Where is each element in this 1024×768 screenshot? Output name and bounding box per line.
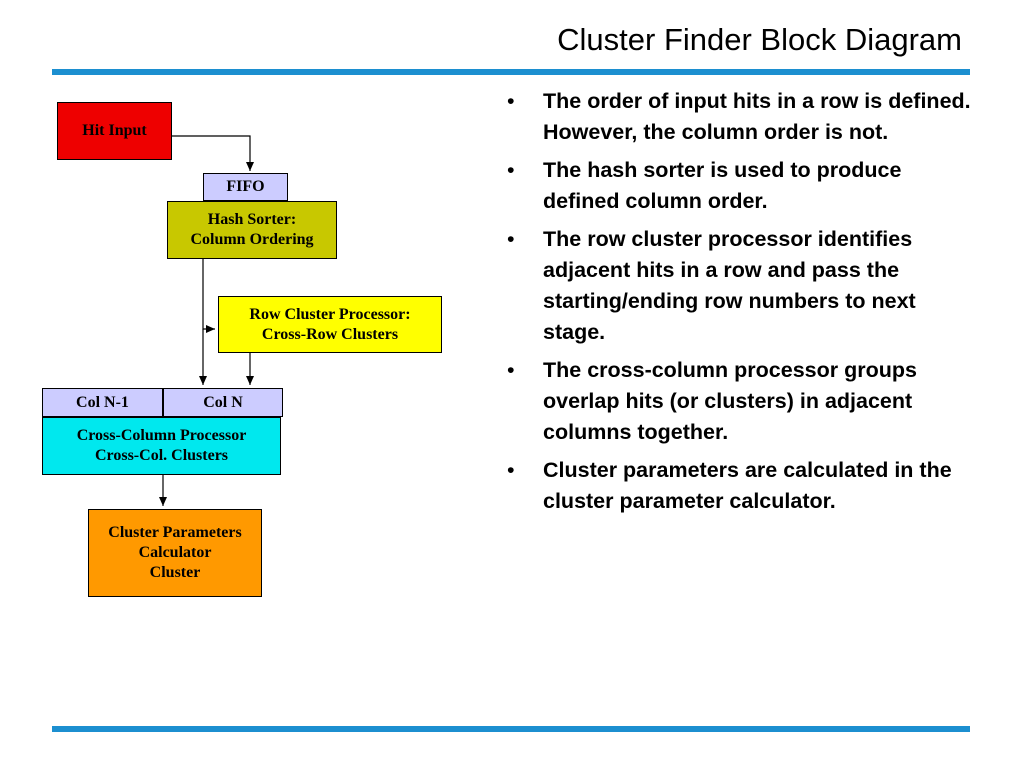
cluster-params-line2: Calculator	[138, 544, 212, 561]
cluster-parameters-block: Cluster Parameters Calculator Cluster	[88, 509, 262, 597]
slide-title: Cluster Finder Block Diagram	[557, 22, 962, 57]
bullet-text: The hash sorter is used to produce defin…	[543, 158, 902, 213]
row-cluster-processor-block: Row Cluster Processor: Cross-Row Cluster…	[218, 296, 442, 353]
bottom-divider	[52, 726, 970, 732]
bullet-text: Cluster parameters are calculated in the…	[543, 458, 952, 513]
col-n-label: Col N	[203, 393, 243, 411]
arrow-hash-sorter-to-row-cluster	[202, 259, 215, 333]
cluster-params-line1: Cluster Parameters	[108, 524, 242, 541]
bullet-text: The cross-column processor groups overla…	[543, 358, 917, 444]
cross-column-processor-block: Cross-Column Processor Cross-Col. Cluste…	[42, 417, 281, 475]
bullet-item: • The hash sorter is used to produce def…	[505, 155, 975, 217]
cross-column-line2: Cross-Col. Clusters	[94, 447, 229, 464]
bullet-item: • The row cluster processor identifies a…	[505, 224, 975, 348]
hash-sorter-line1: Hash Sorter:	[207, 211, 297, 228]
bullet-marker: •	[507, 158, 515, 182]
hash-sorter-line2: Column Ordering	[190, 231, 314, 248]
bullet-marker: •	[507, 358, 515, 382]
fifo-block: FIFO	[203, 173, 288, 201]
top-divider	[52, 69, 970, 75]
bullet-text: The row cluster processor identifies adj…	[543, 227, 916, 344]
bullet-list: • The order of input hits in a row is de…	[505, 86, 975, 524]
arrow-hit-input-to-fifo	[172, 135, 254, 171]
hit-input-block: Hit Input	[57, 102, 172, 160]
col-n-minus-1-block: Col N-1	[42, 388, 163, 417]
col-n-block: Col N	[163, 388, 283, 417]
bullet-item: • Cluster parameters are calculated in t…	[505, 455, 975, 517]
bullet-marker: •	[507, 458, 515, 482]
row-cluster-line2: Cross-Row Clusters	[261, 325, 399, 343]
hit-input-label: Hit Input	[82, 122, 147, 139]
bullet-marker: •	[507, 227, 515, 251]
bullet-text: The order of input hits in a row is defi…	[543, 89, 971, 144]
col-n-minus-1-label: Col N-1	[76, 393, 129, 411]
bullet-marker: •	[507, 89, 515, 113]
cross-column-line1: Cross-Column Processor	[76, 427, 247, 444]
fifo-label: FIFO	[226, 178, 265, 195]
row-cluster-line1: Row Cluster Processor:	[249, 305, 411, 323]
bullet-item: • The order of input hits in a row is de…	[505, 86, 975, 148]
bullet-item: • The cross-column processor groups over…	[505, 355, 975, 448]
hash-sorter-block: Hash Sorter: Column Ordering	[167, 201, 337, 259]
cluster-params-line3: Cluster	[149, 564, 201, 581]
